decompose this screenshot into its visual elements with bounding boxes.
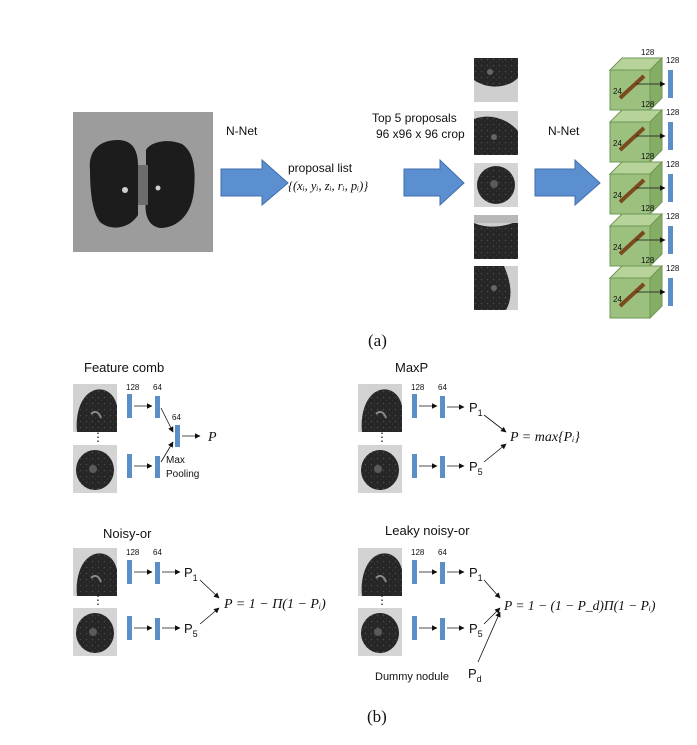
label-64-pooled: 64 <box>172 413 181 422</box>
pooled-bar <box>175 425 180 447</box>
feature-cube-row-3: 128 24 128 <box>608 152 680 216</box>
fully-connected-layer-icon <box>668 70 673 98</box>
caption-a: (a) <box>368 331 387 350</box>
svg-text:P1: P1 <box>469 400 483 418</box>
top5-label-line2: 96 x96 x 96 crop <box>376 127 465 141</box>
cube-side-label: 24 <box>613 191 622 200</box>
maxp-title: MaxP <box>395 360 428 375</box>
label-128: 128 <box>126 383 140 392</box>
label-64: 64 <box>438 548 447 557</box>
crop-patch-4 <box>474 215 518 259</box>
p1: P <box>184 565 193 580</box>
maxp-panel: MaxP ⋮ 128 64 P1 P5 P = max{Pᵢ} <box>357 360 580 493</box>
svg-text:P1: P1 <box>184 565 198 583</box>
leaky-noisy-or-panel: Leaky noisy-or ⋮ 128 64 P1 P5 Dummy nodu… <box>357 523 656 684</box>
proposal-formula: {(xᵢ, yᵢ, zᵢ, rᵢ, pᵢ)} <box>288 179 368 193</box>
p1: P <box>469 400 478 415</box>
feature-comb-title: Feature comb <box>84 360 164 375</box>
cube-side-label: 24 <box>613 139 622 148</box>
svg-text:P1: P1 <box>469 565 483 583</box>
p5-sub: 5 <box>193 629 198 639</box>
svg-text:P5: P5 <box>469 459 483 477</box>
cube-top-label: 128 <box>641 100 655 109</box>
p5: P <box>469 459 478 474</box>
svg-text:Pd: Pd <box>468 666 482 684</box>
block-arrow-1 <box>220 158 289 207</box>
label-64: 64 <box>153 548 162 557</box>
p5: P <box>184 621 193 636</box>
fc-bar-64-lower <box>155 456 160 478</box>
p5: P <box>469 621 478 636</box>
proposal-list-label: proposal list <box>288 161 353 175</box>
crop-patch-3 <box>474 163 518 207</box>
p1-sub: 1 <box>478 573 483 583</box>
svg-text:⋮: ⋮ <box>92 430 104 444</box>
svg-text:P5: P5 <box>469 621 483 639</box>
noisy-or-formula: P = 1 − Π(1 − Pᵢ) <box>223 597 326 612</box>
p5-sub: 5 <box>478 629 483 639</box>
nnet-label-2: N-Net <box>548 124 580 138</box>
caption-b: (b) <box>367 707 387 726</box>
label-128: 128 <box>126 548 140 557</box>
crop-patch-2 <box>474 111 518 155</box>
p5-sub: 5 <box>478 467 483 477</box>
top5-label-line1: Top 5 proposals <box>372 111 457 125</box>
fc-bar-64 <box>155 396 160 418</box>
pd: P <box>468 666 477 681</box>
ct-scan-image <box>73 112 213 252</box>
feature-cube-row-1: 128 24 128 <box>608 48 680 112</box>
svg-text:⋮: ⋮ <box>92 593 104 607</box>
noisy-or-title: Noisy-or <box>103 526 152 541</box>
cube-top-label: 128 <box>641 204 655 213</box>
p1: P <box>469 565 478 580</box>
output-p: P <box>207 430 217 445</box>
p1-sub: 1 <box>193 573 198 583</box>
cube-top-label: 128 <box>641 256 655 265</box>
block-arrow-3 <box>534 158 601 207</box>
feature-cube-row-2: 128 24 128 <box>608 100 680 164</box>
cube-top-label: 128 <box>641 152 655 161</box>
fc-bar-128 <box>127 394 132 418</box>
dummy-nodule-label: Dummy nodule <box>375 671 449 683</box>
fc-bar-128-lower <box>127 454 132 478</box>
pd-sub: d <box>477 674 482 684</box>
cube-top-label: 128 <box>641 48 655 57</box>
feature-cube-row-4: 128 24 128 <box>608 204 680 268</box>
label-128: 128 <box>411 383 425 392</box>
leaky-noisy-or-title: Leaky noisy-or <box>385 523 470 538</box>
cube-side-label: 24 <box>613 295 622 304</box>
label-128: 128 <box>411 548 425 557</box>
feature-cube-row-5: 128 24 128 <box>608 256 680 320</box>
label-64: 64 <box>153 383 162 392</box>
bar-label: 128 <box>666 56 680 65</box>
crop-patch-1 <box>474 58 518 102</box>
bar-label: 128 <box>666 212 680 221</box>
noisy-or-panel: Noisy-or ⋮ 128 64 P1 P5 P = 1 − Π(1 − Pᵢ… <box>72 526 326 656</box>
p1-sub: 1 <box>478 408 483 418</box>
nnet-label-1: N-Net <box>226 124 258 138</box>
block-arrow-2 <box>403 158 465 207</box>
lung-ct-scan-icon <box>89 140 138 228</box>
bar-label: 128 <box>666 264 680 273</box>
bar-label: 128 <box>666 108 680 117</box>
leaky-noisy-or-formula: P = 1 − (1 − P_d)Π(1 − Pᵢ) <box>503 598 656 613</box>
svg-text:P5: P5 <box>184 621 198 639</box>
maxp-formula: P = max{Pᵢ} <box>509 430 580 445</box>
svg-text:⋮: ⋮ <box>376 593 388 607</box>
ct-crop-patch-icon <box>474 58 518 87</box>
svg-text:⋮: ⋮ <box>376 430 388 444</box>
cube-side-label: 24 <box>613 87 622 96</box>
cube-side-label: 24 <box>613 243 622 252</box>
max-pooling-label-1: Max <box>166 455 185 466</box>
max-pooling-label-2: Pooling <box>166 469 199 480</box>
feature-comb-panel: Feature comb ⋮ 128 64 64 P Max Pooling <box>72 360 217 493</box>
bar-label: 128 <box>666 160 680 169</box>
crop-patch-5 <box>474 266 518 310</box>
label-64: 64 <box>438 383 447 392</box>
